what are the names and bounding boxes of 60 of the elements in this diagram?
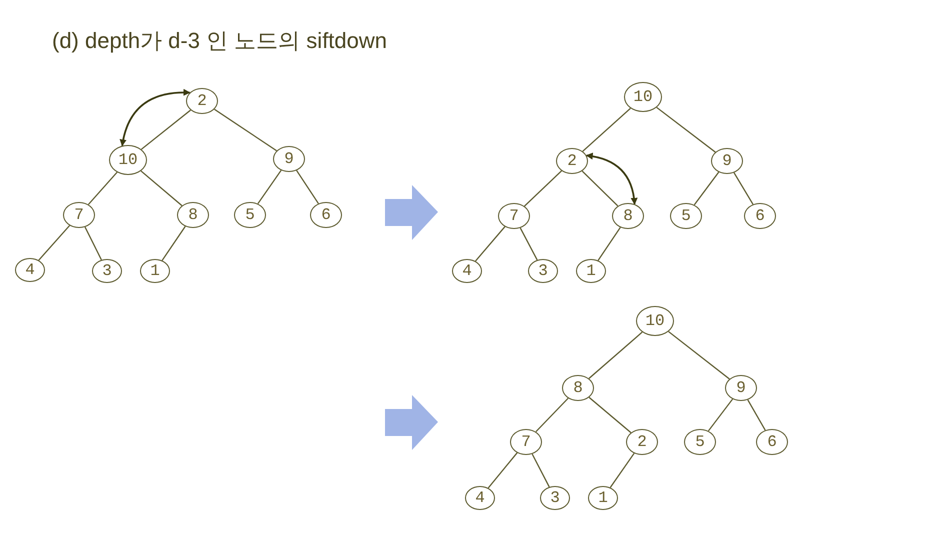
tree-edge — [582, 170, 618, 206]
tree-edge — [610, 452, 635, 488]
tree-edge — [588, 332, 643, 379]
tree-edge — [694, 172, 720, 206]
tree-edge — [535, 398, 569, 432]
tree-node: 7 — [510, 429, 542, 455]
tree-node: 10 — [624, 82, 662, 112]
swap-arrow — [120, 89, 190, 146]
tree-node: 3 — [528, 259, 558, 283]
tree-node: 4 — [452, 259, 482, 283]
tree-edge — [296, 170, 319, 204]
tree-node: 8 — [612, 203, 644, 229]
tree-node: 6 — [744, 203, 776, 229]
tree-node: 10 — [636, 306, 674, 336]
tree-node: 3 — [540, 486, 570, 510]
title: (d) depth가 d-3 인 노드의 siftdown — [52, 27, 388, 55]
tree-node: 2 — [186, 88, 218, 114]
tree-node: 7 — [498, 203, 530, 229]
tree-node: 1 — [576, 259, 606, 283]
tree-node: 4 — [465, 486, 495, 510]
tree-node: 7 — [63, 202, 95, 228]
tree-edge — [162, 226, 186, 261]
tree-node: 10 — [109, 145, 147, 175]
tree-node: 5 — [684, 429, 716, 455]
swap-arrow — [586, 152, 638, 205]
tree-edge — [708, 398, 734, 432]
tree-edge — [588, 396, 632, 434]
tree-node: 2 — [556, 148, 588, 174]
tree-edge — [747, 399, 766, 431]
tree-edge — [141, 110, 191, 150]
tree-edge — [88, 172, 118, 205]
tree-node: 8 — [562, 375, 594, 401]
tree-edge — [668, 331, 730, 380]
tree-node: 9 — [725, 375, 757, 401]
tree-edge — [475, 226, 506, 262]
tree-node: 6 — [756, 429, 788, 455]
tree-edge — [520, 228, 538, 260]
tree-node: 3 — [92, 259, 122, 283]
tree-edge — [734, 172, 754, 205]
tree-node: 6 — [310, 202, 342, 228]
tree-node: 2 — [626, 429, 658, 455]
tree-node: 1 — [140, 259, 170, 283]
tree-edge — [532, 454, 550, 488]
tree-edge — [257, 170, 282, 204]
tree-node: 4 — [15, 258, 45, 282]
tree-edge — [140, 170, 182, 206]
tree-edge — [656, 106, 716, 153]
tree-edge — [524, 170, 562, 207]
tree-node: 1 — [588, 486, 618, 510]
tree-edge — [598, 227, 621, 261]
tree-edge — [214, 108, 277, 152]
tree-edge — [38, 225, 70, 261]
tree-node: 5 — [234, 202, 266, 228]
tree-edge — [582, 108, 631, 152]
tree-node: 9 — [273, 146, 305, 172]
tree-edge — [488, 452, 518, 488]
tree-edge — [84, 226, 102, 260]
tree-node: 5 — [670, 203, 702, 229]
tree-node: 9 — [711, 148, 743, 174]
tree-node: 8 — [177, 202, 209, 228]
